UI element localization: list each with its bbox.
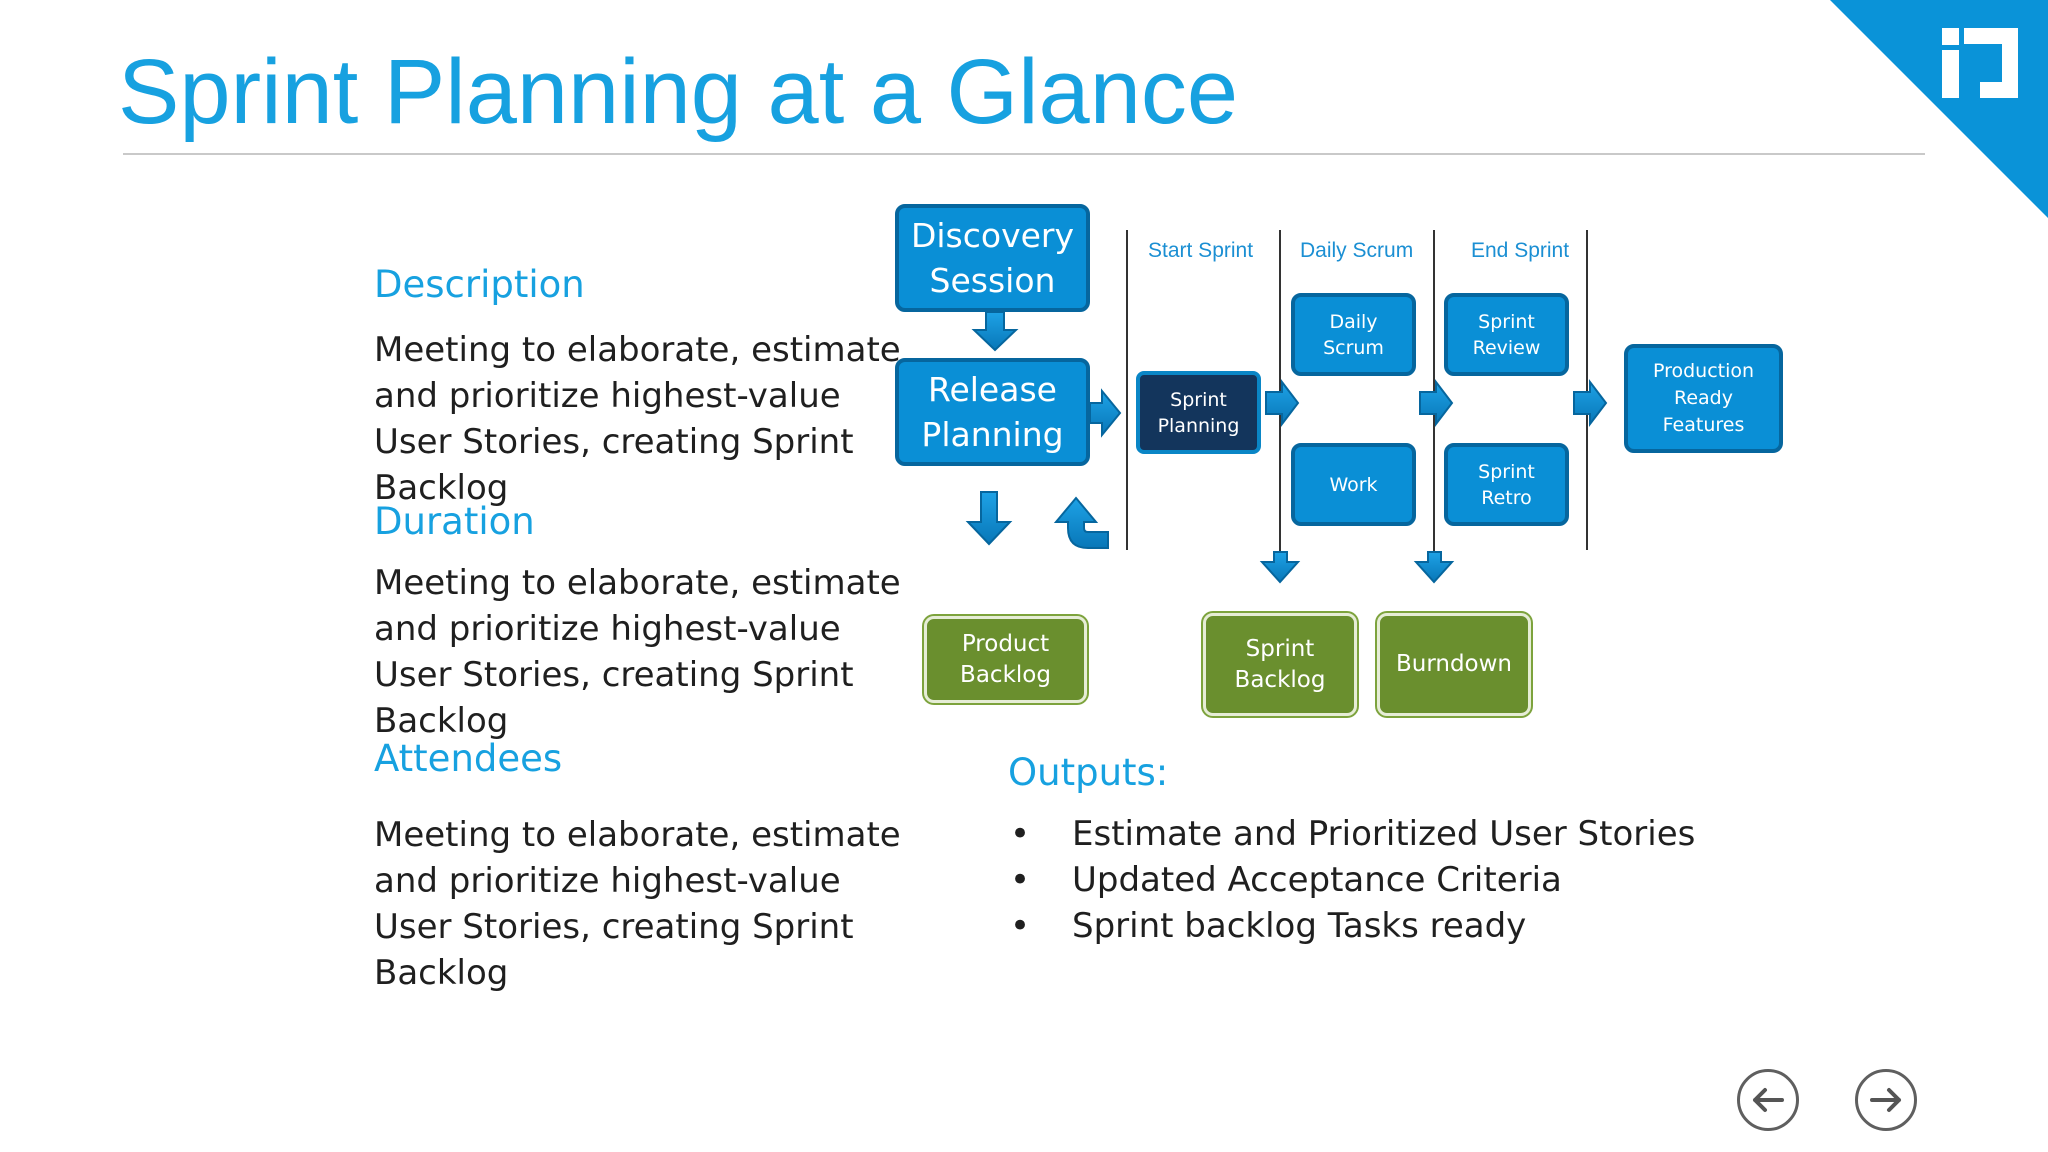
duration-heading: Duration	[374, 500, 535, 543]
arrow-release-to-product-backlog	[965, 491, 1013, 546]
list-item-text: Updated Acceptance Criteria	[1072, 860, 1562, 900]
page-title: Sprint Planning at a Glance	[118, 41, 1239, 143]
attendees-heading: Attendees	[374, 737, 563, 780]
outputs-list: • Estimate and Prioritized User Stories •…	[1010, 811, 1695, 949]
description-heading: Description	[374, 263, 585, 306]
arrow-release-to-sprint-planning	[1089, 388, 1122, 438]
outputs-heading: Outputs:	[1008, 751, 1169, 794]
list-item-text: Estimate and Prioritized User Stories	[1072, 814, 1696, 854]
sprint-planning-box: Sprint Planning	[1136, 371, 1261, 454]
list-item: • Updated Acceptance Criteria	[1010, 857, 1695, 903]
production-ready-box: Production Ready Features	[1624, 344, 1783, 453]
discovery-session-box: Discovery Session	[895, 204, 1090, 312]
arrow-to-production	[1573, 379, 1608, 427]
daily-scrum-box: Daily Scrum	[1291, 293, 1416, 376]
previous-slide-button[interactable]	[1737, 1069, 1799, 1131]
phase-daily-scrum: Daily Scrum	[1300, 239, 1414, 262]
arrow-left-icon	[1753, 1088, 1784, 1112]
sprint-retro-box: Sprint Retro	[1444, 443, 1569, 526]
phase-line-4	[1586, 230, 1588, 550]
product-backlog-box: Product Backlog	[924, 616, 1087, 703]
description-text: Meeting to elaborate, estimate and prior…	[374, 330, 901, 508]
arrow-to-burndown	[1413, 551, 1455, 584]
corner-logo	[1830, 0, 2048, 218]
logo-icon	[1942, 28, 2018, 98]
bullet: •	[1010, 860, 1031, 900]
duration-text: Meeting to elaborate, estimate and prior…	[374, 563, 901, 741]
arrow-backlog-back-to-release	[1053, 496, 1109, 549]
arrow-to-end-sprint	[1419, 379, 1454, 427]
bullet: •	[1010, 906, 1031, 946]
phase-end-sprint: End Sprint	[1471, 239, 1570, 262]
phase-line-1	[1126, 230, 1128, 550]
arrow-discovery-to-release	[971, 311, 1019, 352]
arrow-right-icon	[1870, 1088, 1901, 1112]
burndown-box: Burndown	[1377, 613, 1531, 716]
work-box: Work	[1291, 443, 1416, 526]
list-item-text: Sprint backlog Tasks ready	[1072, 906, 1527, 946]
title-divider	[123, 153, 1925, 155]
sprint-review-box: Sprint Review	[1444, 293, 1569, 376]
list-item: • Sprint backlog Tasks ready	[1010, 903, 1695, 949]
list-item: • Estimate and Prioritized User Stories	[1010, 811, 1695, 857]
phase-start-sprint: Start Sprint	[1148, 239, 1254, 262]
arrow-to-sprint-backlog	[1259, 551, 1301, 584]
next-slide-button[interactable]	[1855, 1069, 1917, 1131]
attendees-text: Meeting to elaborate, estimate and prior…	[374, 815, 901, 993]
arrow-to-daily-scrum	[1265, 379, 1300, 427]
release-planning-box: Release Planning	[895, 358, 1090, 466]
bullet: •	[1010, 814, 1031, 854]
sprint-backlog-box: Sprint Backlog	[1203, 613, 1357, 716]
